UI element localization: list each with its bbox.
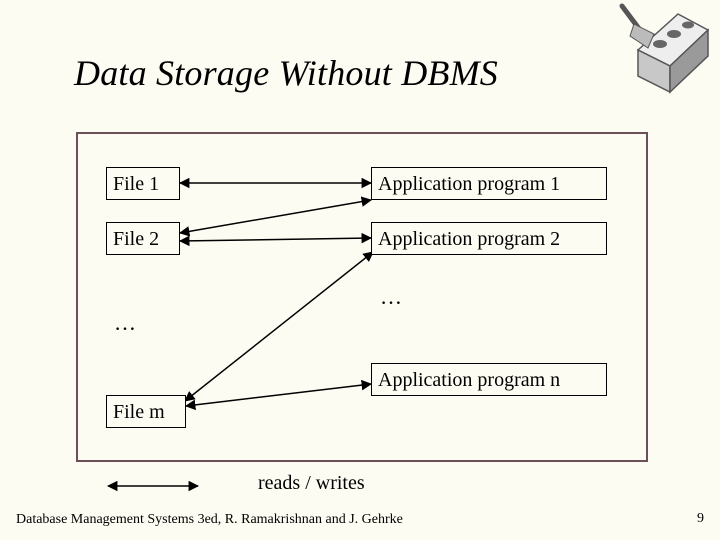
arrow-file2-program1	[178, 196, 373, 237]
files-ellipsis: …	[114, 310, 139, 335]
slide-footer: Database Management Systems 3ed, R. Rama…	[16, 512, 403, 527]
file-m-box: File m	[106, 395, 186, 428]
slide-title: Data Storage Without DBMS	[74, 53, 498, 93]
application-program-n-box: Application program n	[371, 363, 607, 396]
file-2-box: File 2	[106, 222, 180, 255]
arrow-file2-program2	[178, 232, 373, 247]
legend-label: reads / writes	[258, 472, 365, 494]
arrow-filem-programn	[184, 379, 373, 411]
application-program-1-box: Application program 1	[371, 167, 607, 200]
file-1-box: File 1	[106, 167, 180, 200]
programs-ellipsis: …	[380, 284, 405, 309]
diagram-frame	[76, 132, 648, 462]
brick-and-trowel-logo	[619, 3, 710, 94]
page-number: 9	[697, 511, 704, 526]
arrow-filem-program2	[184, 251, 374, 402]
application-program-2-box: Application program 2	[371, 222, 607, 255]
